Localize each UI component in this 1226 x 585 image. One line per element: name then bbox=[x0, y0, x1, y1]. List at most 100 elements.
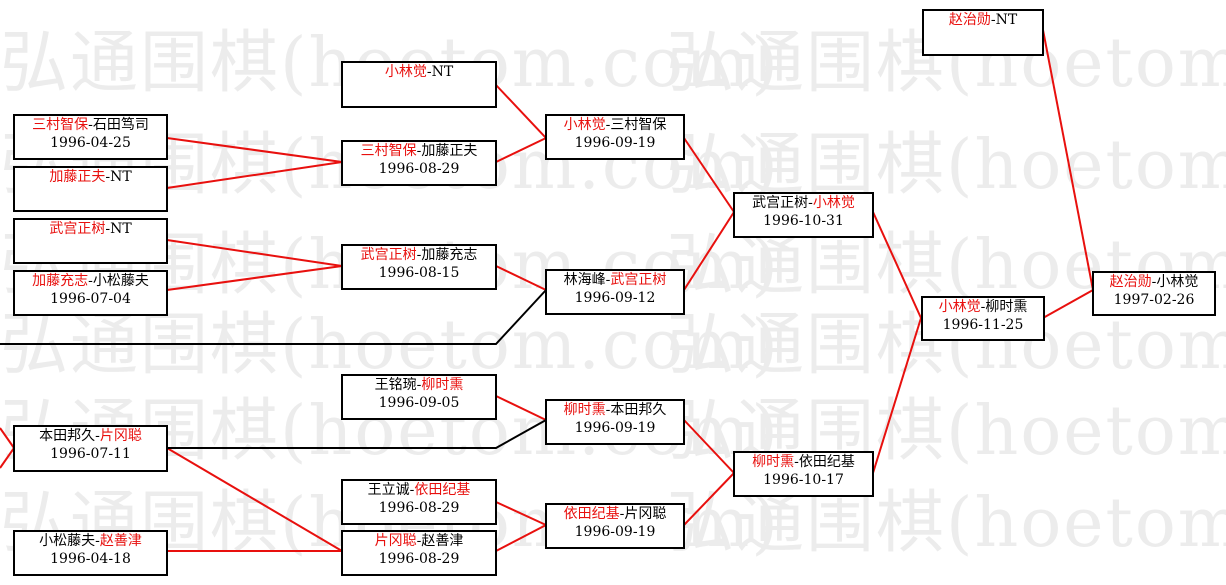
player-name-a: 片冈聪 bbox=[374, 533, 417, 549]
player-name-b: 小林觉 bbox=[1156, 274, 1199, 290]
match-date: 1996-10-17 bbox=[763, 472, 844, 488]
bracket-line bbox=[1042, 29, 1094, 291]
player-name-b: 三村智保 bbox=[610, 117, 667, 133]
player-name-a: 小林觉 bbox=[938, 299, 981, 315]
player-name-a: 三村智保 bbox=[360, 143, 417, 159]
match-box: 小松藤夫-赵善津 1996-04-18 bbox=[13, 530, 168, 576]
bracket-line bbox=[167, 419, 547, 449]
match-date: 1996-09-19 bbox=[574, 420, 656, 436]
match-box-final: 赵治勋-小林觉 1997-02-26 bbox=[1092, 271, 1216, 316]
player-name-b: 赵善津 bbox=[99, 533, 142, 549]
match-date: 1996-08-29 bbox=[378, 551, 460, 567]
bracket-line bbox=[166, 239, 343, 267]
player-name-a: 小林觉 bbox=[563, 117, 606, 133]
match-box: 依田纪基-片冈聪 1996-09-19 bbox=[545, 503, 685, 549]
match-box: 柳时熏-本田邦久 1996-09-19 bbox=[545, 399, 685, 445]
bracket-line bbox=[0, 427, 15, 449]
player-name-a: 赵治勋 bbox=[1109, 274, 1152, 290]
bracket-line bbox=[683, 137, 735, 213]
player-name-a: 武宫正树 bbox=[752, 195, 809, 211]
player-name-b: 小松藤夫 bbox=[92, 273, 149, 289]
match-box: 本田邦久-片冈聪 1996-07-11 bbox=[13, 425, 168, 472]
player-name-a: 武宫正树 bbox=[49, 221, 106, 237]
player-name-a: 王立诚 bbox=[367, 482, 410, 498]
player-name-a: 三村智保 bbox=[32, 117, 89, 133]
match-box: 小林觉-三村智保 1996-09-19 bbox=[545, 114, 685, 160]
match-date: 1996-09-19 bbox=[574, 524, 656, 540]
bracket-line bbox=[495, 395, 547, 421]
bracket-line bbox=[166, 161, 343, 189]
match-box: 小林觉-NT bbox=[341, 61, 497, 108]
match-box: 加藤正夫-NT bbox=[13, 166, 168, 212]
match-date: 1996-10-31 bbox=[763, 213, 844, 229]
match-date: 1996-04-25 bbox=[50, 135, 131, 151]
match-date: 1997-02-26 bbox=[1113, 292, 1195, 308]
match-box: 加藤充志-小松藤夫 1996-07-04 bbox=[13, 270, 168, 316]
bracket-line bbox=[683, 472, 735, 526]
match-date: 1996-09-19 bbox=[574, 135, 656, 151]
match-date: 1996-07-11 bbox=[50, 446, 131, 462]
bracket-line bbox=[495, 84, 547, 139]
player-name-b: 片冈聪 bbox=[99, 428, 142, 444]
match-date: 1996-09-05 bbox=[378, 395, 460, 411]
match-box: 小林觉-柳时熏 1996-11-25 bbox=[921, 296, 1045, 341]
match-box: 三村智保-加藤正夫 1996-08-29 bbox=[341, 140, 497, 186]
player-name-b: 武宫正树 bbox=[610, 272, 667, 288]
match-date: 1996-09-12 bbox=[574, 290, 656, 306]
player-name-b: NT bbox=[110, 169, 132, 185]
bracket-line bbox=[166, 447, 343, 552]
bracket-line bbox=[0, 447, 15, 469]
bracket-line bbox=[495, 137, 547, 163]
player-name-a: 赵治勋 bbox=[948, 12, 991, 28]
player-name-b: 加藤正夫 bbox=[421, 143, 478, 159]
player-name-b: 柳时熏 bbox=[985, 299, 1028, 315]
player-name-a: 小林觉 bbox=[384, 64, 427, 80]
bracket-line bbox=[166, 265, 343, 291]
player-name-b: NT bbox=[431, 64, 454, 80]
match-date: 1996-08-29 bbox=[378, 161, 460, 177]
match-date: 1996-08-29 bbox=[378, 500, 460, 516]
match-box: 武宫正树-NT bbox=[13, 218, 168, 264]
player-name-a: 加藤正夫 bbox=[49, 169, 106, 185]
player-name-b: 柳时熏 bbox=[421, 377, 464, 393]
bracket-line bbox=[683, 419, 735, 474]
player-name-b: 石田笃司 bbox=[92, 117, 149, 133]
bracket-line bbox=[495, 524, 547, 552]
player-name-a: 小松藤夫 bbox=[39, 533, 96, 549]
player-name-a: 本田邦久 bbox=[39, 428, 96, 444]
bracket-line bbox=[0, 289, 547, 345]
bracket-line bbox=[166, 137, 343, 163]
player-name-b: 依田纪基 bbox=[414, 482, 471, 498]
player-name-a: 依田纪基 bbox=[563, 506, 620, 522]
player-name-a: 林海峰 bbox=[563, 272, 606, 288]
match-box: 武宫正树-加藤充志 1996-08-15 bbox=[341, 244, 497, 290]
match-box: 片冈聪-赵善津 1996-08-29 bbox=[341, 530, 497, 576]
player-name-a: 柳时熏 bbox=[752, 454, 795, 470]
player-name-a: 加藤充志 bbox=[32, 273, 89, 289]
bracket-line bbox=[495, 265, 547, 291]
match-date: 1996-07-04 bbox=[50, 291, 131, 307]
bracket-line bbox=[495, 501, 547, 526]
bracket-line bbox=[1042, 289, 1094, 319]
bracket-line bbox=[872, 317, 922, 474]
match-box: 王铭琬-柳时熏 1996-09-05 bbox=[341, 374, 497, 420]
match-box: 林海峰-武宫正树 1996-09-12 bbox=[545, 269, 685, 315]
match-date: 1996-04-18 bbox=[50, 551, 131, 567]
player-name-a: 武宫正树 bbox=[360, 247, 417, 263]
match-box: 赵治勋-NT bbox=[922, 9, 1044, 56]
match-box: 三村智保-石田笃司 1996-04-25 bbox=[13, 114, 168, 160]
match-box: 武宫正树-小林觉 1996-10-31 bbox=[733, 192, 874, 238]
player-name-b: 赵善津 bbox=[421, 533, 464, 549]
bracket-line bbox=[683, 211, 735, 291]
player-name-b: 片冈聪 bbox=[624, 506, 667, 522]
player-name-a: 柳时熏 bbox=[563, 402, 606, 418]
match-box: 柳时熏-依田纪基 1996-10-17 bbox=[733, 451, 874, 497]
player-name-b: 小林觉 bbox=[812, 195, 855, 211]
player-name-b: NT bbox=[110, 221, 132, 237]
match-box: 王立诚-依田纪基 1996-08-29 bbox=[341, 479, 497, 525]
player-name-b: 依田纪基 bbox=[798, 454, 855, 470]
player-name-b: 加藤充志 bbox=[421, 247, 478, 263]
player-name-b: NT bbox=[995, 12, 1018, 28]
player-name-b: 本田邦久 bbox=[610, 402, 667, 418]
